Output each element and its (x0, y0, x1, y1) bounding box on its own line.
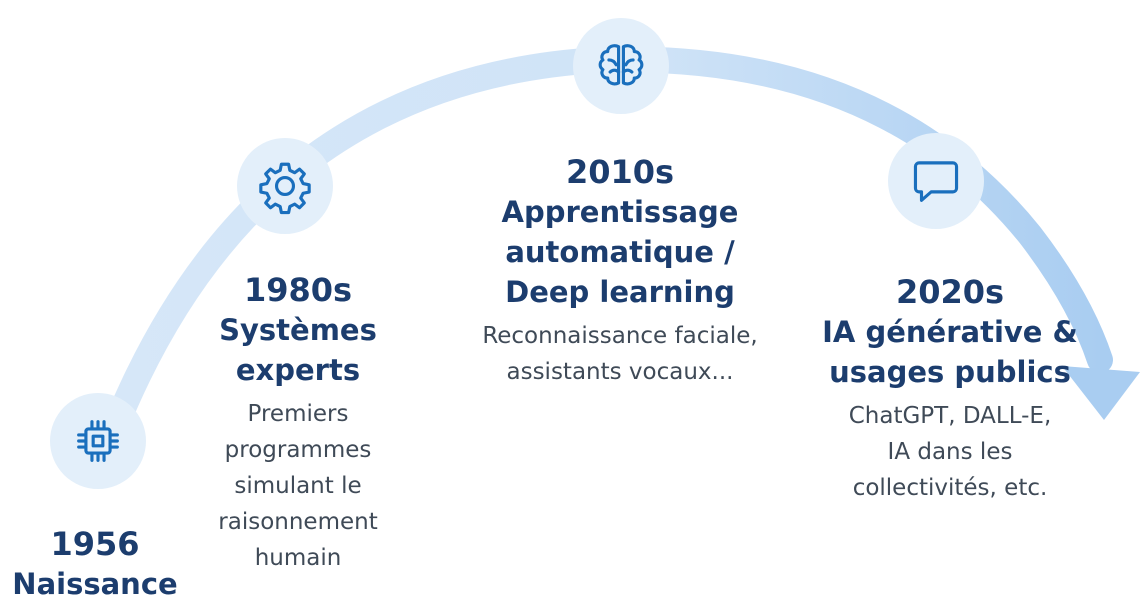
milestone-year: 1956 (50, 525, 140, 563)
title-line: Systèmes (219, 313, 377, 347)
milestone-description: Reconnaissance faciale, assistants vocau… (440, 318, 800, 390)
brain-icon (598, 44, 644, 86)
speech-bubble-icon-circle (888, 133, 984, 229)
title-line: Apprentissage (501, 195, 739, 229)
title-line: automatique / (505, 235, 735, 269)
description-line: assistants vocaux... (506, 359, 734, 385)
milestone-2010s: 2010s Apprentissage automatique / Deep l… (440, 152, 800, 390)
description-line: ChatGPT, DALL-E, (848, 403, 1052, 429)
description-line: Premiers (247, 401, 349, 427)
chip-icon (77, 420, 119, 462)
milestone-year: 1980s (243, 271, 353, 309)
arc-arrowhead (1062, 366, 1140, 420)
milestone-title: Naissance (12, 567, 178, 601)
milestone-description: ChatGPT, DALL-E, IA dans les collectivit… (800, 398, 1100, 506)
chip-icon-circle (50, 393, 146, 489)
milestone-title: IA générative & usages publics (800, 312, 1100, 392)
milestone-title: Systèmes experts (178, 310, 418, 390)
milestone-2020s: 2020s IA générative & usages publics Cha… (800, 272, 1100, 506)
milestone-1980s: 1980s Systèmes experts Premiers programm… (178, 270, 418, 576)
description-line: collectivités, etc. (852, 475, 1048, 501)
title-line: experts (235, 353, 361, 387)
title-line: usages publics (829, 355, 1071, 389)
gear-icon-circle (237, 138, 333, 234)
description-line: raisonnement (218, 509, 378, 535)
milestone-description: Premiers programmes simulant le raisonne… (178, 396, 418, 576)
milestone-title: Apprentissage automatique / Deep learnin… (440, 192, 800, 312)
brain-icon-circle (573, 18, 669, 114)
gear-icon (259, 162, 311, 215)
description-line: humain (254, 545, 342, 571)
description-line: IA dans les (887, 439, 1013, 465)
description-line: programmes (224, 437, 372, 463)
description-line: Reconnaissance faciale, (482, 323, 758, 349)
milestone-year: 2010s (565, 153, 675, 191)
title-line: IA générative & (822, 315, 1078, 349)
speech-bubble-icon (913, 161, 959, 202)
title-line: Deep learning (505, 275, 735, 309)
description-line: simulant le (234, 473, 362, 499)
milestone-1956: 1956 Naissance (5, 524, 185, 604)
milestone-year: 2020s (895, 273, 1005, 311)
